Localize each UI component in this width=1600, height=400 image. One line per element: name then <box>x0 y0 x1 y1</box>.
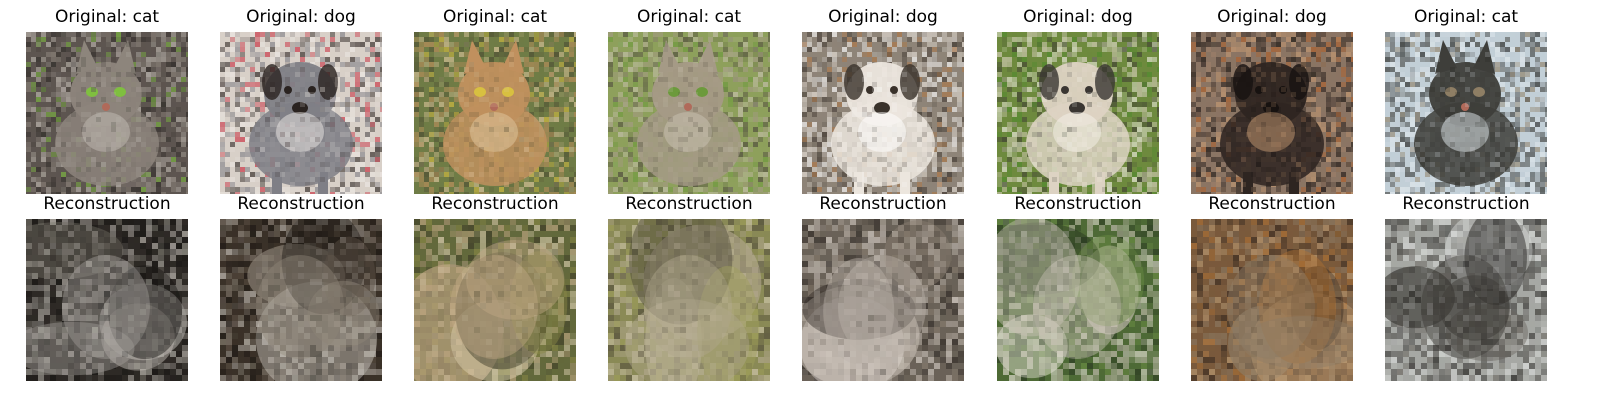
pixelated-photo <box>220 32 382 194</box>
reconstruction-title: Reconstruction <box>819 194 947 214</box>
blurry-photo <box>1191 219 1353 381</box>
pixelated-photo <box>608 32 770 194</box>
original-image <box>1385 32 1547 194</box>
blurry-photo <box>414 219 576 381</box>
reconstruction-title: Reconstruction <box>237 194 365 214</box>
pixelated-photo <box>997 32 1159 194</box>
original-title: Original: dog <box>1023 7 1133 27</box>
blurry-photo <box>220 219 382 381</box>
reconstruction-title: Reconstruction <box>1402 194 1530 214</box>
blurry-photo <box>26 219 188 381</box>
original-title: Original: dog <box>246 7 356 27</box>
reconstruction-image <box>220 219 382 381</box>
reconstruction-image <box>608 219 770 381</box>
reconstruction-image <box>1385 219 1547 381</box>
reconstruction-image <box>26 219 188 381</box>
original-title: Original: dog <box>828 7 938 27</box>
original-title: Original: cat <box>1413 7 1519 27</box>
original-title: Original: cat <box>442 7 548 27</box>
blurry-photo <box>608 219 770 381</box>
original-image <box>26 32 188 194</box>
reconstruction-image <box>997 219 1159 381</box>
reconstruction-image <box>802 219 964 381</box>
original-image <box>802 32 964 194</box>
reconstruction-image <box>414 219 576 381</box>
original-image <box>220 32 382 194</box>
blurry-photo <box>997 219 1159 381</box>
pixelated-photo <box>1385 32 1547 194</box>
reconstruction-title: Reconstruction <box>625 194 753 214</box>
pixelated-photo <box>26 32 188 194</box>
blurry-photo <box>802 219 964 381</box>
original-title: Original: cat <box>636 7 742 27</box>
reconstruction-image <box>1191 219 1353 381</box>
blurry-photo <box>1385 219 1547 381</box>
reconstruction-title: Reconstruction <box>1208 194 1336 214</box>
reconstruction-title: Reconstruction <box>1014 194 1142 214</box>
original-image <box>414 32 576 194</box>
original-title: Original: cat <box>54 7 160 27</box>
original-title: Original: dog <box>1217 7 1327 27</box>
reconstruction-title: Reconstruction <box>431 194 559 214</box>
pixelated-photo <box>1191 32 1353 194</box>
reconstruction-title: Reconstruction <box>43 194 171 214</box>
original-image <box>608 32 770 194</box>
pixelated-photo <box>802 32 964 194</box>
original-image <box>997 32 1159 194</box>
pixelated-photo <box>414 32 576 194</box>
original-image <box>1191 32 1353 194</box>
